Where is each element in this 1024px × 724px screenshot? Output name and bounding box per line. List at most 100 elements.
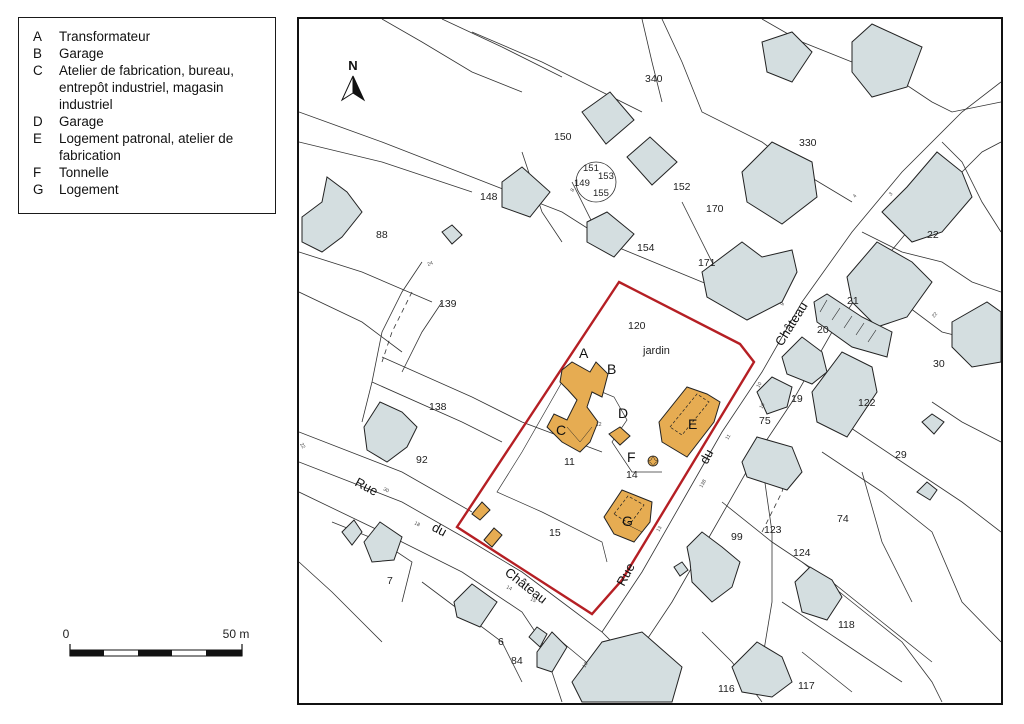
street-number: 8	[570, 187, 577, 193]
legend-row-d: D Garage	[33, 113, 265, 130]
building-bottom	[571, 631, 683, 703]
legend-row-g: G Logement	[33, 181, 265, 198]
roundabout	[575, 161, 617, 203]
north-label: N	[348, 58, 357, 73]
north-arrow: N	[340, 58, 366, 102]
legend-label: Tonnelle	[59, 165, 109, 180]
building-99	[686, 531, 741, 603]
parcel-label: 29	[895, 449, 907, 461]
site-boundary	[455, 280, 756, 616]
building-122	[811, 351, 878, 438]
annex-2	[483, 527, 503, 548]
neighbor-buildings	[301, 23, 1001, 703]
street-number: 10	[756, 381, 764, 389]
building-124	[794, 566, 843, 621]
street-number: 13	[582, 661, 590, 669]
legend-label: Logement patronal, atelier de fabricatio…	[59, 131, 234, 163]
street-number: 13	[656, 525, 664, 533]
legend-key: D	[33, 114, 43, 129]
parcel-label: 150	[554, 131, 572, 143]
street-numbers: 24 22 30 18 14 12 13 11 10 9 8 10 138 13…	[299, 187, 939, 669]
building-21	[846, 241, 933, 328]
building-small-88	[441, 224, 463, 245]
parcel-label: 84	[511, 655, 523, 667]
street-number: 9	[780, 301, 787, 307]
parcel-label: 6	[498, 636, 504, 648]
street-number: 22	[299, 442, 306, 450]
legend-row-e: E Logement patronal, atelier de fabricat…	[33, 130, 265, 164]
legend-label: Garage	[59, 46, 104, 61]
legend-row-f: F Tonnelle	[33, 164, 265, 181]
building-29b	[916, 481, 938, 501]
parcel-label: 88	[376, 229, 388, 241]
building-7b	[363, 521, 403, 563]
building-letter-g: G	[622, 513, 633, 529]
parcel-label: 30	[933, 358, 945, 370]
parcel-label: 330	[799, 137, 817, 149]
parcel-label: 99	[731, 531, 743, 543]
building-330	[741, 141, 818, 225]
building-22	[881, 151, 973, 243]
legend-row-c: C Atelier de fabrication, bureau, entrep…	[33, 62, 265, 113]
parcel-label: 138	[429, 401, 447, 413]
street-number: 12	[596, 422, 602, 428]
building-e	[658, 386, 721, 458]
studied-buildings	[471, 361, 721, 548]
parcel-label: 151	[583, 163, 599, 174]
legend-key: G	[33, 182, 44, 197]
roof-lines	[566, 426, 643, 533]
parcel-labels: 340 150 330 151 149 153 155 148 152 170 …	[376, 73, 945, 695]
building-152	[626, 136, 678, 186]
parcel-label: 7	[387, 575, 393, 587]
building-20	[813, 293, 893, 358]
street-word: du	[696, 447, 716, 467]
parcel-label: 149	[574, 178, 590, 189]
street-number: 3	[888, 191, 895, 197]
parcel-label: 75	[759, 415, 771, 427]
parcel-label: 92	[416, 454, 428, 466]
building-letter-d: D	[618, 405, 628, 421]
building-116	[731, 641, 793, 698]
tonnelle-f	[647, 455, 659, 467]
street-number: 24	[427, 260, 434, 268]
building-letter-e: E	[688, 416, 697, 432]
roof-ridges	[613, 393, 710, 525]
parcel-label: 171	[698, 257, 716, 269]
street-number: 30	[382, 486, 390, 494]
legend-row-a: A Transformateur	[33, 28, 265, 45]
building-171	[701, 241, 798, 321]
parcel-label: 21	[847, 295, 859, 307]
building-19b	[756, 376, 793, 415]
building-letter-c: C	[556, 422, 566, 438]
legend-key: C	[33, 63, 43, 78]
parcel-label: 15	[549, 527, 561, 539]
parcel-label: 117	[798, 680, 815, 692]
building-top-2	[851, 23, 923, 98]
parcel-label: 139	[439, 298, 457, 310]
parcel-label: 22	[927, 229, 939, 241]
street-number: 15	[529, 596, 537, 604]
building-letter-f: F	[627, 449, 636, 465]
parcel-label: 170	[706, 203, 724, 215]
building-19a	[781, 336, 828, 385]
building-29a	[921, 413, 945, 435]
building-6	[453, 583, 498, 628]
building-letter-labels: A B C D E F G	[556, 345, 697, 529]
parcel-label: 118	[838, 619, 855, 631]
parcel-label: 148	[480, 191, 498, 203]
parcel-label: 74	[837, 513, 849, 525]
building-75	[741, 436, 803, 491]
parcel-label: 154	[637, 242, 655, 254]
legend-label: Atelier de fabrication, bureau, entrepôt…	[59, 63, 234, 112]
street-number: 11	[725, 433, 733, 441]
building-92	[363, 401, 418, 463]
building-84a	[528, 626, 548, 648]
legend-label: Garage	[59, 114, 104, 129]
legend-label: Logement	[59, 182, 119, 197]
parcel-label: 123	[764, 524, 782, 536]
parcel-label: 11	[564, 456, 575, 468]
cadastral-map: N 340 150 330 151 149 153 155 148 152 17…	[299, 19, 1001, 703]
street-word: Rue	[353, 474, 381, 498]
parcel-label: 20	[817, 324, 829, 336]
legend-key: B	[33, 46, 42, 61]
